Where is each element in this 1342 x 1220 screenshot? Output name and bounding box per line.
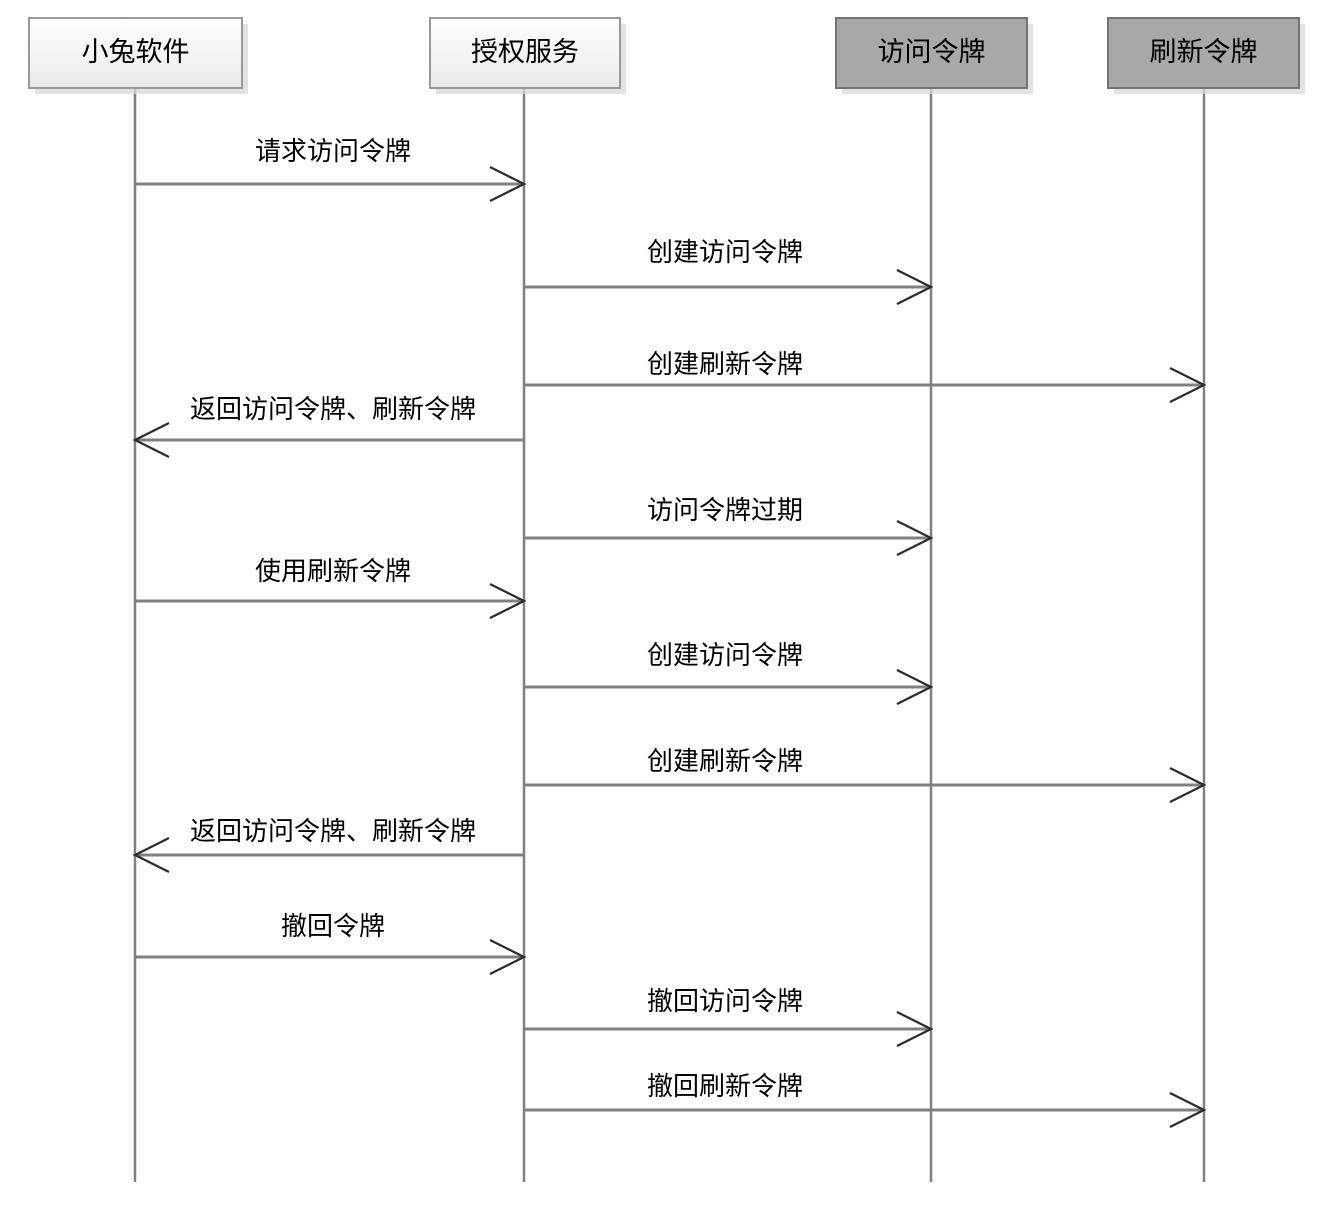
message-12: 撤回刷新令牌 — [524, 1071, 1207, 1128]
participant-box-p2[interactable] — [429, 17, 621, 89]
participant-label-p4: 刷新令牌 — [1150, 37, 1258, 67]
arrow-head-4 — [132, 422, 170, 458]
arrow-head-6 — [489, 583, 527, 619]
message-label-3: 创建刷新令牌 — [647, 349, 803, 379]
arrow-head-5 — [896, 520, 934, 556]
message-5: 访问令牌过期 — [524, 495, 934, 556]
participant-p3[interactable]: 访问令牌 — [835, 17, 1033, 94]
message-2: 创建访问令牌 — [524, 237, 934, 305]
message-7: 创建访问令牌 — [524, 640, 934, 705]
arrow-head-10 — [489, 939, 527, 975]
message-label-11: 撤回访问令牌 — [647, 986, 803, 1016]
messages-group: 请求访问令牌创建访问令牌创建刷新令牌返回访问令牌、刷新令牌访问令牌过期使用刷新令… — [132, 136, 1207, 1128]
message-6: 使用刷新令牌 — [135, 556, 527, 619]
message-label-1: 请求访问令牌 — [255, 136, 411, 166]
arrow-head-9 — [132, 837, 170, 873]
message-8: 创建刷新令牌 — [524, 746, 1207, 803]
message-label-4: 返回访问令牌、刷新令牌 — [190, 394, 476, 424]
arrow-head-12 — [1169, 1092, 1207, 1128]
message-label-2: 创建访问令牌 — [647, 237, 803, 267]
message-9: 返回访问令牌、刷新令牌 — [132, 816, 524, 873]
participant-box-p1[interactable] — [28, 17, 243, 89]
participant-label-p3: 访问令牌 — [878, 37, 986, 67]
message-label-12: 撤回刷新令牌 — [647, 1071, 803, 1101]
message-4: 返回访问令牌、刷新令牌 — [132, 394, 524, 458]
participants-group: 小兔软件 授权服务 访问令牌 刷新令牌 — [28, 17, 1305, 94]
arrow-head-3 — [1169, 367, 1207, 403]
arrow-head-8 — [1169, 767, 1207, 803]
message-3: 创建刷新令牌 — [524, 349, 1207, 403]
participant-p2[interactable]: 授权服务 — [429, 17, 626, 94]
arrow-head-2 — [896, 269, 934, 305]
message-label-6: 使用刷新令牌 — [255, 556, 411, 586]
message-label-8: 创建刷新令牌 — [647, 746, 803, 776]
lifelines-group — [133, 88, 1206, 1182]
participant-p4[interactable]: 刷新令牌 — [1107, 17, 1305, 94]
message-10: 撤回令牌 — [135, 911, 527, 975]
arrow-head-1 — [489, 166, 527, 202]
message-11: 撤回访问令牌 — [524, 986, 934, 1047]
participant-box-p3[interactable] — [835, 17, 1028, 89]
message-label-10: 撤回令牌 — [281, 911, 385, 941]
participant-box-p4[interactable] — [1107, 17, 1300, 89]
message-1: 请求访问令牌 — [135, 136, 527, 202]
participant-label-p1: 小兔软件 — [82, 37, 190, 67]
message-label-9: 返回访问令牌、刷新令牌 — [190, 816, 476, 846]
participant-label-p2: 授权服务 — [471, 37, 579, 67]
participant-p1[interactable]: 小兔软件 — [28, 17, 248, 94]
message-label-7: 创建访问令牌 — [647, 640, 803, 670]
message-label-5: 访问令牌过期 — [647, 495, 803, 525]
arrow-head-7 — [896, 669, 934, 705]
arrow-head-11 — [896, 1011, 934, 1047]
